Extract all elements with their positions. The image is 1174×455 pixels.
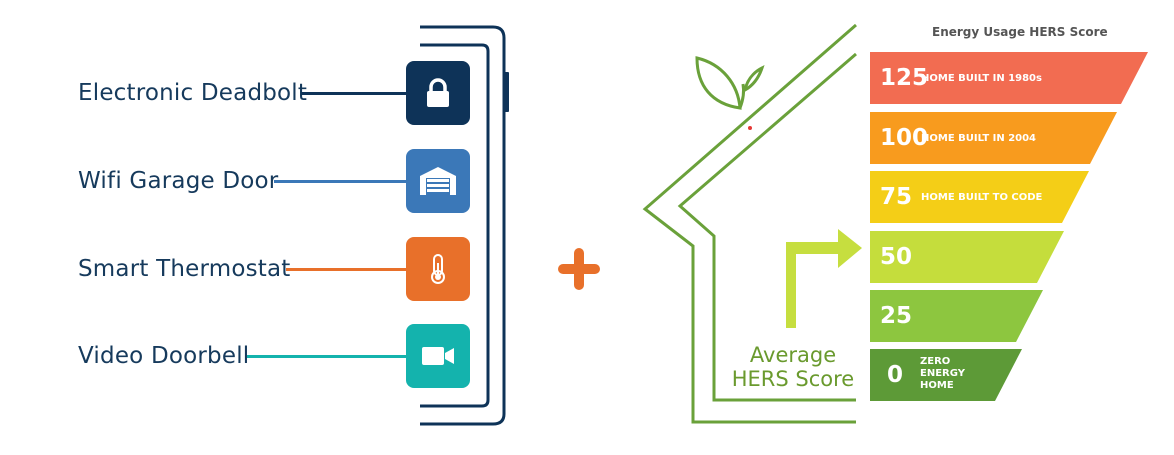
average-hers-score-label: Average HERS Score bbox=[731, 343, 855, 391]
band-shape bbox=[870, 231, 1064, 283]
band-score: 0 bbox=[887, 362, 904, 388]
band-score: 125 bbox=[880, 65, 929, 91]
feature-label-thermostat: Smart Thermostat bbox=[78, 256, 291, 282]
lock-icon bbox=[427, 78, 449, 107]
band-caption: HOME BUILT IN 2004 bbox=[921, 132, 1037, 144]
band-caption: HOME BUILT TO CODE bbox=[921, 191, 1043, 203]
garage-door-tile bbox=[406, 149, 470, 213]
connector-line bbox=[247, 355, 406, 358]
band-shape bbox=[870, 52, 1148, 104]
connector-line bbox=[286, 268, 406, 271]
band-shape bbox=[870, 171, 1089, 223]
leaf-icon bbox=[695, 56, 765, 110]
hers-band-0: 0 ZERO ENERGY HOME bbox=[870, 349, 1022, 401]
band-caption: HOME BUILT IN 1980s bbox=[921, 72, 1042, 84]
zero-energy-home-caption: ZERO ENERGY HOME bbox=[920, 356, 965, 391]
deadbolt-tile bbox=[406, 61, 470, 125]
hers-band-50: 50 bbox=[870, 231, 1064, 283]
doorbell-tile bbox=[406, 324, 470, 388]
feature-label-deadbolt: Electronic Deadbolt bbox=[78, 80, 308, 106]
hers-band-25: 25 bbox=[870, 290, 1043, 342]
hers-scale-title: Energy Usage HERS Score bbox=[932, 25, 1108, 39]
band-shape bbox=[870, 349, 1022, 401]
band-score: 50 bbox=[880, 244, 913, 270]
hers-band-75: 75 HOME BUILT TO CODE bbox=[870, 171, 1089, 223]
band-score: 25 bbox=[880, 303, 913, 329]
hers-band-125: 125 HOME BUILT IN 1980s bbox=[870, 52, 1148, 104]
band-score: 100 bbox=[880, 125, 929, 151]
plus-icon bbox=[558, 248, 600, 290]
video-camera-icon bbox=[422, 347, 454, 365]
band-shape bbox=[870, 112, 1117, 164]
thermostat-tile bbox=[406, 237, 470, 301]
thermometer-icon bbox=[431, 254, 445, 284]
average-arrow bbox=[786, 229, 862, 328]
connector-line bbox=[301, 92, 406, 95]
band-shape bbox=[870, 290, 1043, 342]
hers-band-100: 100 HOME BUILT IN 2004 bbox=[870, 112, 1117, 164]
connector-line bbox=[274, 180, 406, 183]
band-score: 75 bbox=[880, 184, 913, 210]
feature-label-doorbell: Video Doorbell bbox=[78, 343, 250, 369]
feature-label-garage-door: Wifi Garage Door bbox=[78, 168, 279, 194]
garage-door-icon bbox=[420, 167, 456, 195]
